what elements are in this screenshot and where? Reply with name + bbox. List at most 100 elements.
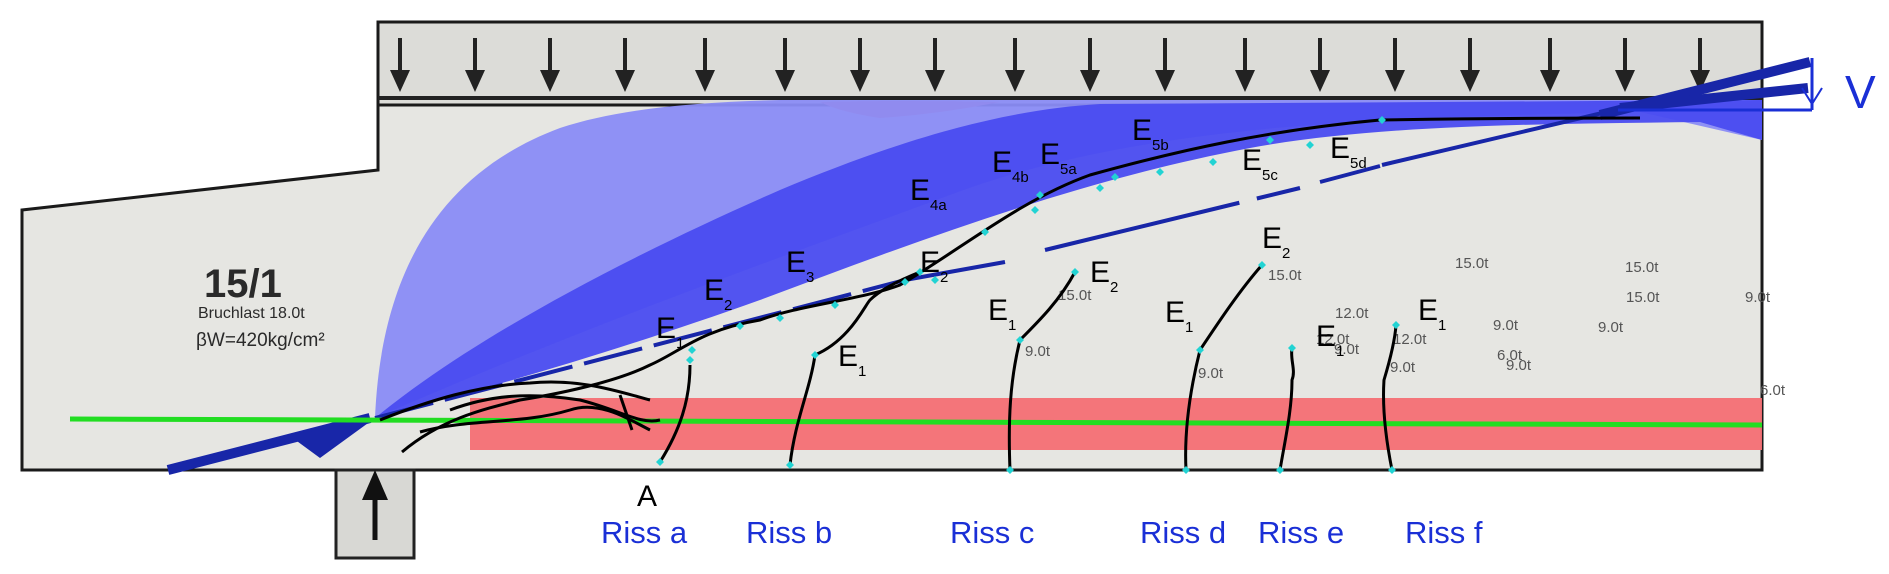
svg-text:5a: 5a bbox=[1060, 161, 1077, 178]
load-arrow bbox=[1540, 38, 1560, 92]
load-step-mark: 9.0t bbox=[1025, 343, 1051, 360]
crack-b-path bbox=[788, 270, 921, 466]
specimen-label: 15/1 Bruchlast 18.0t βW=420kg/cm² bbox=[196, 262, 325, 351]
svg-text:E: E bbox=[1418, 294, 1438, 327]
svg-text:E: E bbox=[838, 340, 858, 373]
load-arrow bbox=[1080, 38, 1100, 92]
node-marker bbox=[1096, 184, 1104, 192]
svg-text:E: E bbox=[992, 146, 1012, 179]
support-bearing bbox=[334, 468, 416, 560]
node-marker bbox=[1276, 466, 1284, 474]
svg-text:E: E bbox=[1262, 222, 1282, 255]
crack-label-b: Riss b bbox=[746, 515, 832, 550]
load-step-mark: 12.0t bbox=[1393, 331, 1427, 348]
node-marker bbox=[1378, 116, 1386, 124]
load-arrow bbox=[1235, 38, 1255, 92]
load-step-mark: 9.0t bbox=[1506, 357, 1532, 374]
specimen-id: 15/1 bbox=[204, 262, 282, 306]
compression-field-outer bbox=[375, 100, 1762, 418]
svg-text:2: 2 bbox=[1282, 245, 1290, 262]
force-v-label: V bbox=[1845, 66, 1876, 118]
svg-text:4b: 4b bbox=[1012, 169, 1029, 186]
svg-text:E: E bbox=[1132, 114, 1152, 147]
svg-text:4a: 4a bbox=[930, 197, 947, 214]
svg-text:E: E bbox=[1090, 256, 1110, 289]
node-marker bbox=[1306, 141, 1314, 149]
node-marker bbox=[901, 278, 909, 286]
crack-label-d: Riss d bbox=[1140, 515, 1226, 550]
load-arrow bbox=[850, 38, 870, 92]
crack-node-markers bbox=[656, 116, 1400, 474]
svg-text:E: E bbox=[910, 174, 930, 207]
svg-text:5c: 5c bbox=[1262, 167, 1278, 184]
crack-label-a: Riss a bbox=[601, 515, 688, 550]
load-arrow bbox=[1690, 38, 1710, 92]
svg-text:3: 3 bbox=[806, 269, 814, 286]
crack-label-e: Riss e bbox=[1258, 515, 1344, 550]
node-marker bbox=[1006, 466, 1014, 474]
node-marker bbox=[1071, 268, 1079, 276]
svg-text:E: E bbox=[786, 246, 806, 279]
load-step-mark: 15.0t bbox=[1625, 259, 1659, 276]
node-marker bbox=[981, 228, 989, 236]
load-step-mark: 15.0t bbox=[1058, 287, 1092, 304]
svg-text:1: 1 bbox=[1185, 319, 1193, 336]
svg-text:1: 1 bbox=[1008, 317, 1016, 334]
load-step-mark: 15.0t bbox=[1268, 267, 1302, 284]
tension-tie bbox=[69, 416, 1763, 428]
node-marker bbox=[1288, 344, 1296, 352]
svg-text:2: 2 bbox=[1110, 279, 1118, 296]
node-marker bbox=[1016, 336, 1024, 344]
load-arrow bbox=[775, 38, 795, 92]
node-marker bbox=[1209, 158, 1217, 166]
specimen-breaking-load: Bruchlast 18.0t bbox=[198, 305, 305, 322]
node-marker bbox=[1182, 466, 1190, 474]
svg-text:2: 2 bbox=[724, 297, 732, 314]
svg-text:E: E bbox=[1242, 144, 1262, 177]
crack-e-path bbox=[1278, 347, 1295, 471]
specimen-concrete-strength: βW=420kg/cm² bbox=[196, 330, 325, 351]
node-marker bbox=[736, 322, 744, 330]
load-arrow bbox=[615, 38, 635, 92]
load-step-mark: 9.0t bbox=[1198, 365, 1224, 382]
svg-text:E: E bbox=[656, 312, 676, 345]
svg-text:1: 1 bbox=[1438, 317, 1446, 334]
node-marker bbox=[1392, 321, 1400, 329]
load-step-mark: 9.0t bbox=[1745, 289, 1771, 306]
node-marker bbox=[1196, 346, 1204, 354]
load-step-mark: 6.0t bbox=[1760, 382, 1786, 399]
node-marker bbox=[1036, 191, 1044, 199]
node-marker bbox=[1266, 136, 1274, 144]
svg-text:5d: 5d bbox=[1350, 155, 1367, 172]
node-marker bbox=[1111, 173, 1119, 181]
node-marker bbox=[916, 268, 924, 276]
load-step-mark: 9.0t bbox=[1334, 341, 1360, 358]
node-marker bbox=[656, 458, 664, 466]
crack-label-f: Riss f bbox=[1405, 515, 1483, 550]
load-arrow bbox=[1460, 38, 1480, 92]
node-marker bbox=[1156, 168, 1164, 176]
load-arrow bbox=[390, 38, 410, 92]
load-arrow bbox=[1310, 38, 1330, 92]
load-step-mark: 15.0t bbox=[1626, 289, 1660, 306]
node-marker bbox=[1388, 466, 1396, 474]
load-step-mark: 9.0t bbox=[1390, 359, 1416, 376]
force-v: V bbox=[1618, 58, 1876, 118]
load-arrow bbox=[1005, 38, 1025, 92]
node-marker bbox=[686, 356, 694, 364]
svg-text:E: E bbox=[1040, 138, 1060, 171]
